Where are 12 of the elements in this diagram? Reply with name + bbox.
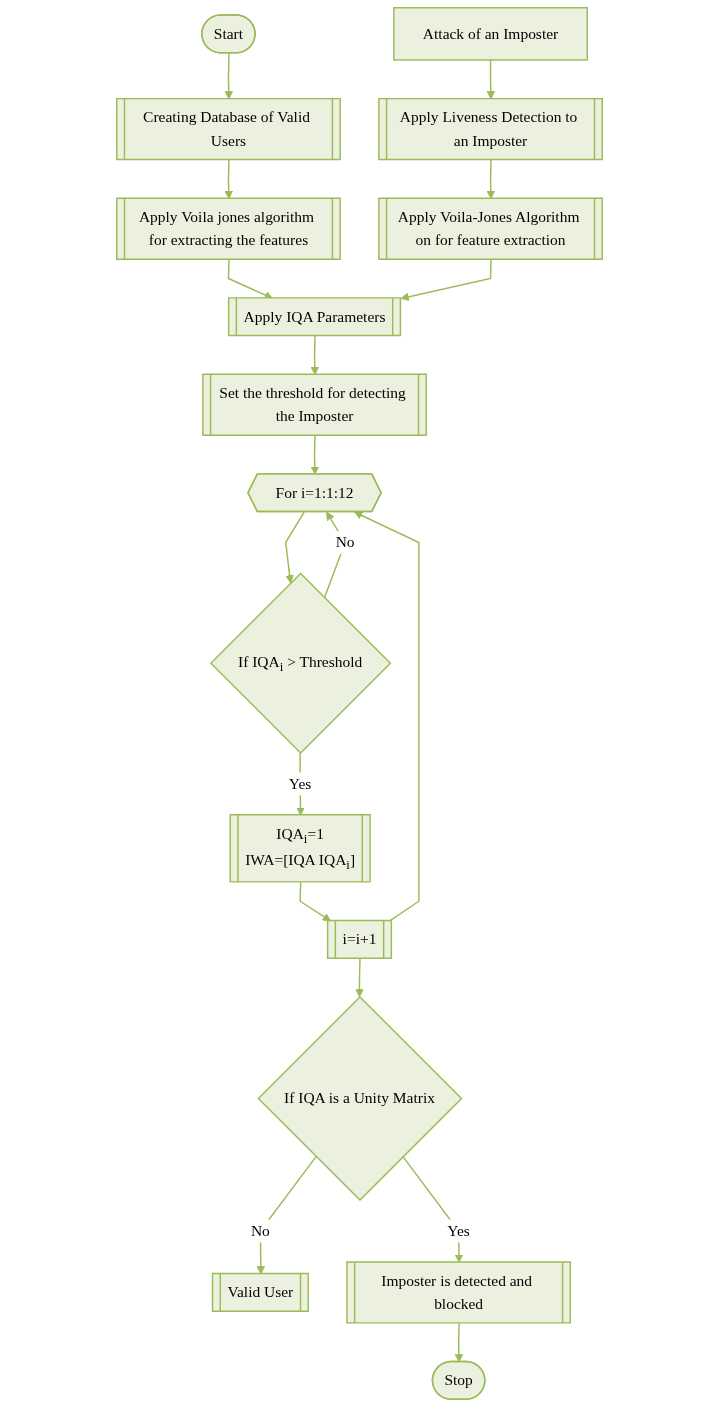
edge-label: Yes — [447, 1222, 470, 1239]
arrow — [355, 958, 364, 998]
node-diamond: If IQA$_{i}$ > Threshold — [209, 572, 392, 754]
arrow — [354, 511, 420, 922]
edge-label: No — [250, 1222, 270, 1239]
arrow — [285, 511, 305, 584]
node-box: Attack of an Imposter — [393, 7, 588, 61]
arrow — [299, 881, 332, 922]
arrow — [454, 1322, 464, 1363]
node-diamond: If IQA is a Unity Matrix — [257, 995, 463, 1202]
edge-label: No — [335, 533, 355, 551]
edge-label: Yes — [288, 775, 312, 792]
